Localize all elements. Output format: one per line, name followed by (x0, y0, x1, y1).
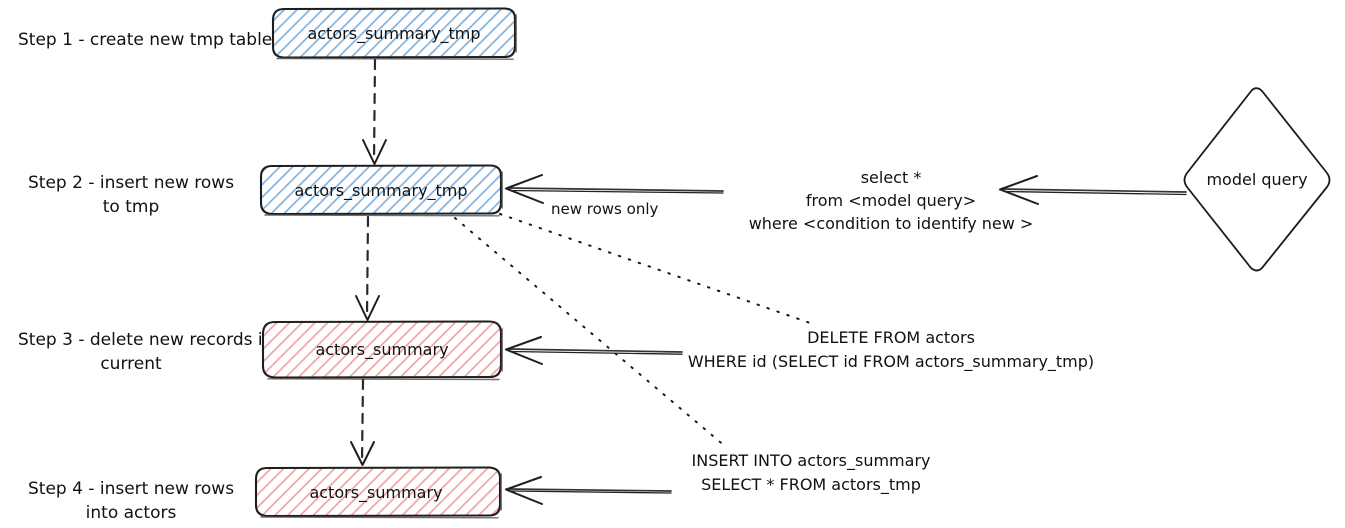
step-4-label-line-2: into actors (86, 503, 177, 523)
step-2-label-line-1: Step 2 - insert new rows (28, 173, 234, 193)
model-query-sql-line-2: from <model query> (806, 191, 976, 210)
step-4-group: Step 4 - insert new rows into actors act… (28, 466, 502, 523)
step-3-group: Step 3 - delete new records in current a… (18, 320, 503, 381)
annotation-model-query-sql: select * from <model query> where <condi… (749, 168, 1034, 233)
node-step-3-label: actors_summary (315, 340, 448, 360)
dotted-edge-step2-insert (454, 217, 727, 448)
node-step-2[interactable]: actors_summary_tmp (259, 164, 503, 217)
node-step-4-label: actors_summary (309, 483, 442, 503)
model-query-sql-line-3: where <condition to identify new > (749, 214, 1034, 233)
dotted-edge-step2-delete (499, 213, 811, 324)
step-1-group: Step 1 - create new tmp table actors_sum… (18, 7, 517, 60)
edge-modelquery-to-sql (999, 175, 1187, 205)
node-model-query-label: model query (1206, 170, 1307, 189)
step-4-label-line-1: Step 4 - insert new rows (28, 479, 234, 499)
node-step-1[interactable]: actors_summary_tmp (271, 7, 517, 60)
insert-sql-line-1: INSERT INTO actors_summary (692, 451, 931, 471)
edge-insert-to-step4 (505, 476, 672, 505)
step-3-label-line-1: Step 3 - delete new records in (18, 330, 273, 350)
edge-query-to-step2: new rows only (505, 174, 724, 218)
node-step-4[interactable]: actors_summary (254, 466, 502, 519)
step-3-label-line-2: current (100, 354, 162, 374)
step-1-label: Step 1 - create new tmp table (18, 30, 272, 50)
edge-label-new-rows-only: new rows only (551, 200, 658, 218)
delete-sql-line-2: WHERE id (SELECT id FROM actors_summary_… (688, 352, 1094, 372)
edge-step3-step4 (350, 378, 375, 466)
node-step-3[interactable]: actors_summary (261, 320, 503, 381)
insert-sql-line-2: SELECT * FROM actors_tmp (701, 475, 921, 495)
annotation-delete-sql: DELETE FROM actors WHERE id (SELECT id F… (688, 328, 1094, 372)
node-step-2-label: actors_summary_tmp (294, 181, 467, 201)
node-model-query[interactable]: model query (1183, 87, 1331, 272)
model-query-sql-line-1: select * (861, 168, 922, 187)
step-2-label-line-2: to tmp (103, 197, 160, 217)
annotation-insert-sql: INSERT INTO actors_summary SELECT * FROM… (692, 451, 931, 495)
edge-delete-to-step3 (505, 336, 683, 365)
node-step-1-label: actors_summary_tmp (307, 24, 480, 44)
edge-step2-step3 (355, 215, 380, 321)
edge-step1-step2 (362, 58, 387, 165)
step-2-group: Step 2 - insert new rows to tmp actors_s… (28, 164, 503, 217)
delete-sql-line-1: DELETE FROM actors (807, 328, 975, 347)
